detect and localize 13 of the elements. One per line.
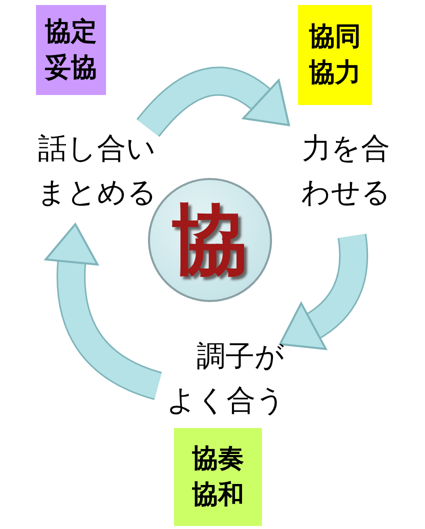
kanji-text: 協 xyxy=(172,200,248,280)
term-text: 協力 xyxy=(309,57,361,90)
phrase-text: 調子がよく合う xyxy=(166,334,286,424)
phrase-text: 話し合いまとめる xyxy=(34,126,160,216)
phrase-text: 力を合わせる xyxy=(298,126,394,216)
term-text: 妥協 xyxy=(45,52,97,85)
term-box xyxy=(36,5,106,95)
term-text: 協奏 xyxy=(192,443,244,476)
term-box xyxy=(174,428,262,526)
term-text: 協定 xyxy=(45,16,97,49)
term-text: 協同 xyxy=(309,21,361,54)
term-box xyxy=(298,5,372,105)
term-text: 協和 xyxy=(192,479,244,512)
